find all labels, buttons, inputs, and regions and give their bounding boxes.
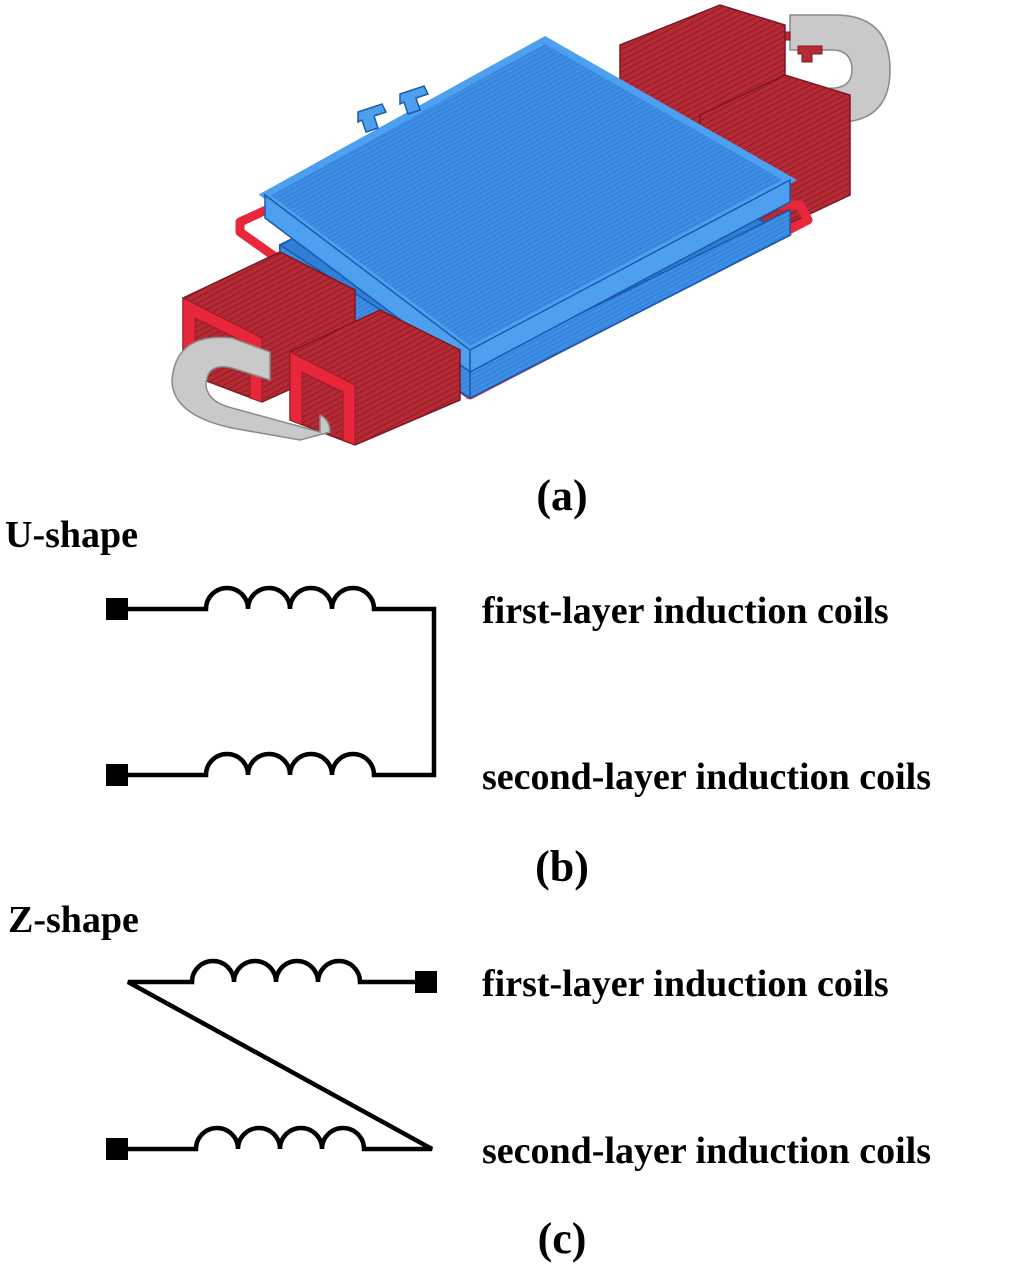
z-shape-title: Z-shape xyxy=(8,899,139,941)
z-shape-bottom-label: second-layer induction coils xyxy=(482,1130,931,1172)
coil-b-top xyxy=(125,585,437,778)
core-lower-front xyxy=(469,208,791,400)
back-iron-left xyxy=(171,336,331,441)
caption-a: (a) xyxy=(536,471,587,520)
core-connector-tabs xyxy=(357,85,430,133)
u-shape-circuit xyxy=(106,585,437,786)
panel-a-model xyxy=(171,4,891,446)
terminal-c-top xyxy=(415,971,437,993)
caption-b: (b) xyxy=(535,842,589,891)
u-shape-bottom-label: second-layer induction coils xyxy=(482,756,931,798)
u-shape-title: U-shape xyxy=(5,514,138,556)
terminal-b-top xyxy=(106,598,128,620)
z-shape-circuit xyxy=(106,958,437,1160)
coil-end-frame-right xyxy=(289,351,356,446)
terminal-b-bottom xyxy=(106,764,128,786)
core-top-front xyxy=(469,178,791,374)
caption-c: (c) xyxy=(538,1214,587,1263)
u-shape-top-label: first-layer induction coils xyxy=(482,590,889,632)
z-shape-top-label: first-layer induction coils xyxy=(482,963,889,1005)
terminal-c-bottom xyxy=(106,1138,128,1160)
coil-c-top xyxy=(125,958,434,1152)
